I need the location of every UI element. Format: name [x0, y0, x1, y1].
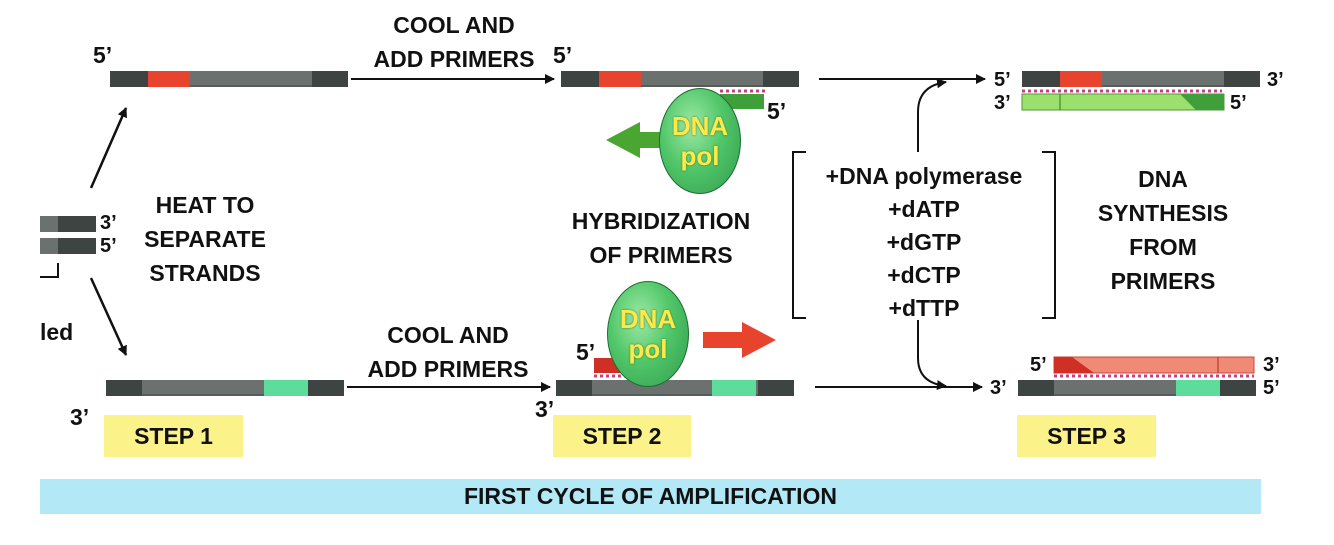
step1-bottom-strand	[106, 380, 344, 396]
reagent-item: +dTTP	[888, 295, 960, 321]
green-direction-arrow	[606, 122, 665, 158]
step3-new-left-3prime: 3’	[994, 92, 1011, 114]
heat-arrow-up	[89, 107, 128, 189]
strand-end-right	[763, 71, 799, 87]
strand-end-right	[312, 71, 348, 87]
target-region-red	[148, 71, 190, 87]
cool-add-primers-bottom-caption: COOL AND ADD PRIMERS	[367, 322, 529, 382]
reagent-item: +dGTP	[886, 229, 962, 255]
dna-synthesis-caption: DNA SYNTHESIS FROM PRIMERS	[1097, 166, 1229, 294]
step2-bottom-strand	[556, 380, 794, 396]
dna-polymerase-top: DNA pol	[659, 88, 741, 194]
dna-polymerase-bottom: DNA pol	[607, 281, 689, 387]
strand-end-left	[1018, 380, 1054, 396]
target-region-red	[599, 71, 641, 87]
step1-bottom-3prime: 3’	[70, 404, 90, 430]
reagent-list: +DNA polymerase +dATP +dGTP +dCTP +dTTP	[793, 160, 1055, 325]
left-duplex-bottom-end	[58, 238, 96, 254]
strand-end-left	[556, 380, 592, 396]
strand-end-right	[1220, 380, 1256, 396]
strand-end-left	[1022, 71, 1060, 87]
first-cycle-banner: FIRST CYCLE OF AMPLIFICATION	[40, 479, 1261, 514]
reagent-bracket-left	[792, 151, 806, 319]
polymerase-label-line1: DNA	[671, 111, 729, 141]
reagent-curve-up	[917, 78, 947, 152]
reagent-item: +DNA polymerase	[825, 163, 1023, 189]
step-3-label: STEP 3	[1017, 415, 1156, 457]
step3-bottom-primer	[1054, 357, 1094, 373]
strand-end-left	[110, 71, 148, 87]
target-region-green	[1176, 380, 1220, 396]
cool-add-primers-top-caption: COOL AND ADD PRIMERS	[373, 12, 535, 72]
strand-end-right	[308, 380, 344, 396]
left-duplex-top-end	[58, 216, 96, 232]
step2-top-strand	[561, 71, 799, 87]
polymerase-label-line2: pol	[628, 334, 668, 364]
heat-arrow-down	[89, 277, 128, 356]
target-region-red	[1060, 71, 1102, 87]
left-duplex-3prime: 3’	[100, 212, 117, 234]
step-2-label: STEP 2	[553, 415, 691, 457]
target-region-green	[712, 380, 756, 396]
reagent-item: +dATP	[888, 196, 960, 222]
red-direction-arrow	[703, 322, 776, 358]
step3-top-strand	[1022, 71, 1260, 87]
step1-top-strand	[110, 71, 348, 87]
strand-end-right	[758, 380, 794, 396]
step2-top-primer	[720, 94, 764, 109]
step-1-label: STEP 1	[104, 415, 243, 457]
polymerase-label-line2: pol	[680, 141, 720, 171]
step3-bottom-strand	[1018, 380, 1256, 396]
step3-top-primer	[1180, 94, 1224, 110]
step2-primer-5prime: 5’	[767, 98, 787, 124]
step3-bottom-right-5prime: 5’	[1263, 377, 1280, 399]
reagent-item: +dCTP	[887, 262, 961, 288]
reagent-bracket-right	[1042, 151, 1056, 319]
heat-to-separate-caption: HEAT TO SEPARATE STRANDS	[144, 192, 266, 286]
reagent-curve-down	[917, 320, 947, 391]
polymerase-label-line1: DNA	[619, 304, 677, 334]
step3-top-right-3prime: 3’	[1267, 69, 1284, 91]
step3-top-left-5prime: 5’	[994, 69, 1011, 91]
partial-left-label: led	[40, 319, 74, 345]
left-bracket	[40, 263, 59, 278]
target-region-green	[264, 380, 308, 396]
strand-end-left	[561, 71, 599, 87]
step3-bottom-new-5prime: 5’	[1030, 354, 1047, 376]
strand-end-left	[106, 380, 142, 396]
strand-end-right	[1224, 71, 1260, 87]
step3-bottom-left-3prime: 3’	[990, 377, 1007, 399]
hybridization-caption: HYBRIDIZATION OF PRIMERS	[571, 208, 751, 268]
step3-bottom-new-3prime: 3’	[1263, 354, 1280, 376]
left-duplex-5prime: 5’	[100, 235, 117, 257]
step2-bottom-3prime: 3’	[535, 396, 555, 422]
step3-new-right-5prime: 5’	[1230, 92, 1247, 114]
step1-top-5prime: 5’	[93, 42, 113, 68]
step2-bottom-primer-5prime: 5’	[576, 339, 596, 365]
step2-top-5prime: 5’	[553, 42, 573, 68]
